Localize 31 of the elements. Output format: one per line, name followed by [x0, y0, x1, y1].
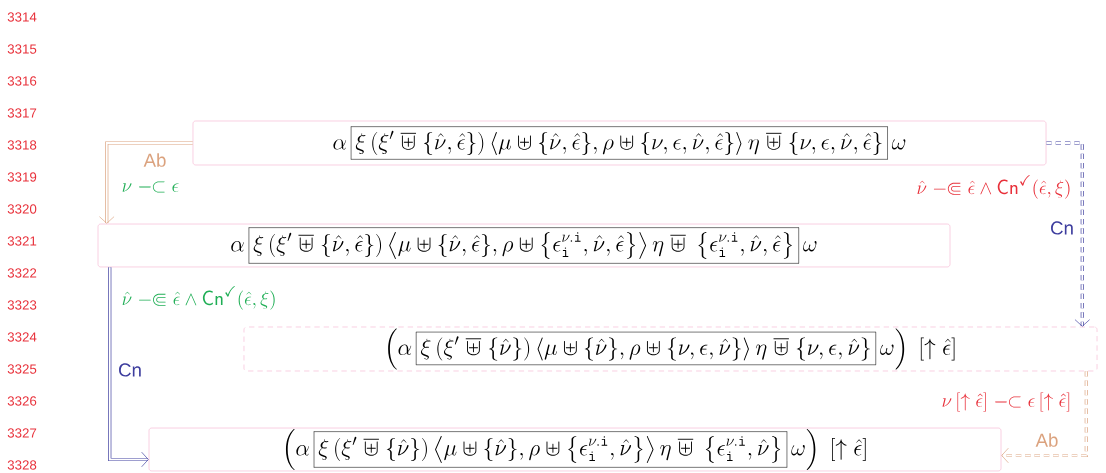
line-number: 3318 — [7, 140, 37, 150]
rule-condition: $\hat\nu\mathrel{-\!\!\Subset}\hat\epsilon\wedge\mathsf{Cn}^{\checkmark}(\hat\epsilon,\xi)$ — [917, 175, 1070, 199]
line-number: 3320 — [7, 204, 37, 214]
edge-label: Cn — [1048, 220, 1076, 236]
rule-condition: $\nu\mathrel{-\!\!\subset}\epsilon$ — [122, 181, 179, 193]
formula-box: $\left(\alpha\,\boxed{\xi\left(\xi'\ \overline{\uplus}\ \{\hat\nu\}\right)\left\langle\mu\uplus\{\hat\nu\},\rho\uplus\left\{\epsilon_{\mathtt{i}}^{\nu.\mathtt{i}},\hat\nu\right\}\right\rangle\eta\ \overline{\uplus}\ \left\{\epsilon_{\mathtt{i}}^{\nu.\mathtt{i}},\hat\nu\right\}}\,\omega\right)\ [\uparrow\hat\epsilon]$ — [148, 427, 1002, 472]
line-number: 3321 — [7, 236, 37, 246]
formula-box: $\alpha\,\boxed{\xi\left(\xi'\ \overline{\uplus}\ \{\hat\nu,\hat\epsilon\}\right)\left\langle\mu\uplus\{\hat\nu,\hat\epsilon\},\rho\uplus\left\{\epsilon_{\mathtt{i}}^{\nu.\mathtt{i}},\hat\nu,\hat\epsilon\right\}\right\rangle\eta\ \overline{\uplus}\ \left\{\epsilon_{\mathtt{i}}^{\nu.\mathtt{i}},\hat\nu,\hat\epsilon\right\}}\,\omega$ — [97, 223, 951, 268]
line-number: 3327 — [7, 428, 37, 438]
line-number: 3322 — [7, 268, 37, 278]
line-number: 3317 — [7, 108, 37, 118]
line-number: 3319 — [7, 172, 37, 182]
arrow — [1045, 141, 1090, 327]
line-number: 3323 — [7, 300, 37, 310]
edge-label: Ab — [1034, 431, 1060, 449]
edge-label: Cn — [116, 362, 144, 378]
arrow — [1001, 370, 1088, 464]
line-number: 3324 — [7, 332, 37, 342]
line-number: 3315 — [7, 44, 37, 54]
arrow — [99, 141, 194, 224]
line-number: 3316 — [7, 76, 37, 86]
line-number: 3328 — [7, 460, 37, 470]
rule-condition: $\hat\nu\mathrel{-\!\!\Subset}\hat\epsilon\wedge\mathsf{Cn}^{\checkmark}(\hat\epsilon,\xi)$ — [122, 286, 275, 310]
formula-box: $\left(\alpha\,\boxed{\xi\left(\xi'\ \overline{\uplus}\ \{\hat\nu\}\right)\langle\mu\uplus\{\hat\nu\},\rho\uplus\{\nu,\epsilon,\hat\nu\}\rangle\,\eta\ \overline{\uplus}\ \{\nu,\epsilon,\hat\nu\}}\,\omega\right)\ [\uparrow\hat\epsilon]$ — [243, 326, 1098, 372]
line-number: 3314 — [7, 12, 37, 22]
line-number: 3326 — [7, 396, 37, 406]
edge-label: Ab — [142, 151, 168, 169]
formula-box: $\alpha\,\boxed{\xi\left(\xi'\ \overline{\uplus}\ \{\hat\nu,\hat\epsilon\}\right)\langle\mu\uplus\{\hat\nu,\hat\epsilon\},\rho\uplus\{\nu,\epsilon,\hat\nu,\hat\epsilon\}\rangle\,\eta\ \overline{\uplus}\ \{\nu,\epsilon,\hat\nu,\hat\epsilon\}}\,\omega$ — [192, 120, 1047, 166]
rule-condition: $\nu\,[\uparrow\hat\epsilon]\mathrel{-\!\!\subset}\epsilon\,[\uparrow\hat\epsilon]$ — [942, 392, 1070, 412]
arrow — [108, 266, 149, 468]
line-number: 3325 — [7, 364, 37, 374]
